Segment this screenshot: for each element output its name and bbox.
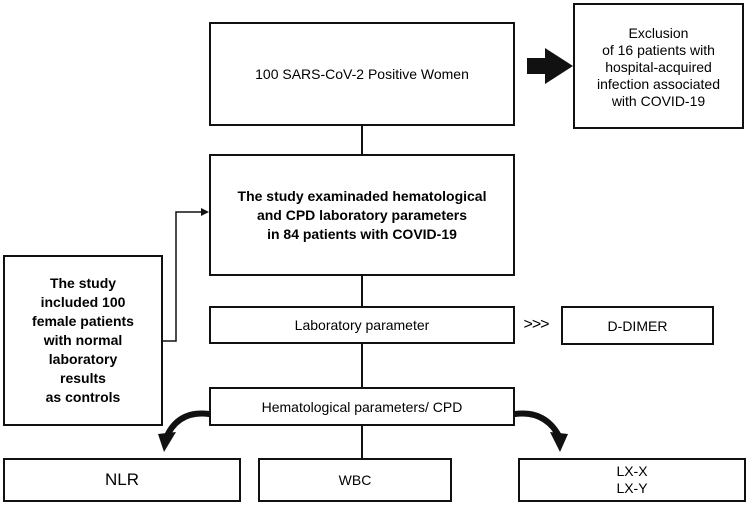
box-text-line: LX-Y (616, 480, 648, 496)
box-text-line: of 16 patients with (602, 41, 715, 58)
connector-controls-to-study (163, 211, 203, 342)
box-hematological-parameters: Hematological parameters/ CPD (209, 387, 515, 426)
box-study-patients: The study examinaded hematological and C… (209, 154, 515, 276)
box-laboratory-parameter: Laboratory parameter (209, 306, 515, 344)
box-text-line: hospital-acquired (605, 58, 712, 75)
box-text-line: as controls (45, 389, 121, 405)
box-lx: LX-X LX-Y (518, 458, 746, 502)
exclusion-arrow (527, 48, 573, 84)
box-text-line: The study (49, 275, 117, 291)
box-text: D-DIMER (607, 317, 668, 334)
box-nlr: NLR (3, 458, 241, 502)
box-text-line: with COVID-19 (611, 92, 706, 109)
box-sars-cov-2-positive-women: 100 SARS-CoV-2 Positive Women (209, 22, 515, 126)
box-controls: The study included 100 female patients w… (3, 255, 163, 426)
box-text: Laboratory parameter (294, 317, 430, 333)
box-text-line: female patients (32, 313, 134, 329)
box-text-line: and CPD laboratory parameters (256, 206, 468, 223)
box-text-line: with normal (43, 332, 123, 348)
box-text: NLR (104, 470, 139, 489)
box-text: WBC (338, 472, 372, 488)
box-text: Hematological parameters/ CPD (261, 398, 463, 415)
box-d-dimer: D-DIMER (561, 306, 714, 345)
box-text-line: LX-X (616, 463, 648, 479)
box-text-line: laboratory (48, 351, 118, 367)
box-exclusion: Exclusion of 16 patients with hospital-a… (573, 3, 744, 129)
box-text-line: in 84 patients with COVID-19 (267, 225, 457, 242)
box-text-line: included 100 (40, 294, 126, 310)
arrowhead-controls-to-study (201, 208, 209, 216)
box-text-line: infection associated (597, 75, 720, 92)
box-wbc: WBC (258, 458, 452, 502)
box-text: 100 SARS-CoV-2 Positive Women (255, 66, 469, 82)
chevron-arrow: >>> (523, 316, 549, 333)
box-text-line: The study examinaded hematological (237, 187, 487, 204)
box-text-line: Exclusion (628, 24, 689, 41)
box-text-line: results (60, 370, 106, 386)
curved-arrow-left (158, 410, 212, 452)
curved-arrow-right (512, 410, 568, 452)
